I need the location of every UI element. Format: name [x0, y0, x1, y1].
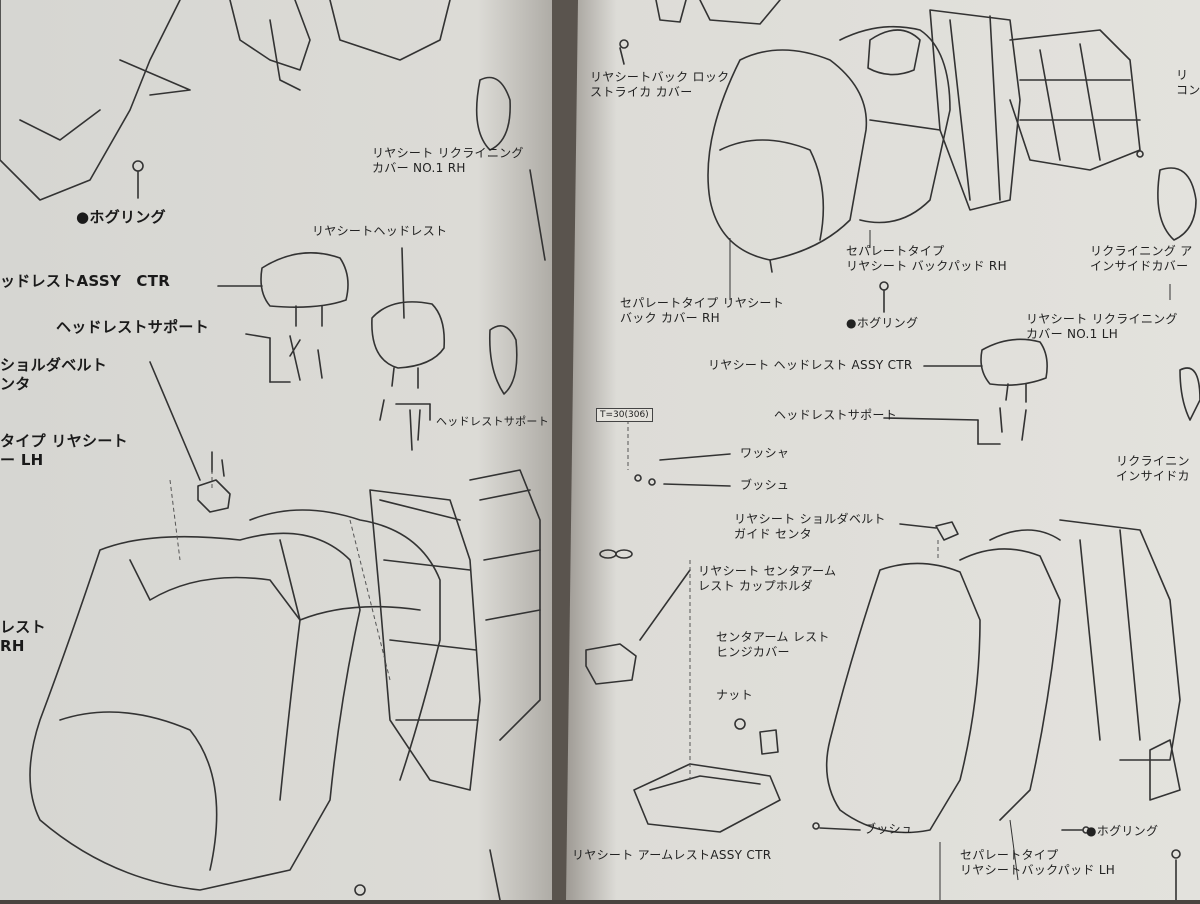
label-headrest-support-small-left: ヘッドレストサポート	[436, 415, 549, 428]
label-hinge-cover: センタアーム レスト ヒンジカバー	[716, 630, 830, 659]
label-headrest-rh-left: レスト RH	[0, 618, 46, 655]
label-headrest-assy-ctr-right: リヤシート ヘッドレスト ASSY CTR	[708, 358, 913, 372]
label-seat-lh-left: タイプ リヤシート ー LH	[0, 432, 128, 469]
label-cup-holder: リヤシート センタアーム レスト カップホルダ	[698, 564, 837, 593]
label-hog-ring-left: ●ホグリング	[76, 208, 166, 226]
label-reclining-cover-rh: リヤシート リクライニング カバー NO.1 RH	[372, 146, 524, 175]
label-lock-striker-cover: リヤシートバック ロック ストライカ カバー	[590, 70, 730, 99]
label-nut: ナット	[716, 688, 753, 702]
label-armrest-assy-ctr: リヤシート アームレストASSY CTR	[572, 848, 772, 862]
label-headrest-support-right: ヘッドレストサポート	[774, 408, 898, 422]
label-shoulder-belt-left: ショルダベルト ンタ	[0, 356, 108, 393]
label-reclining-inside-cover-1: リクライニング ア インサイドカバー	[1090, 244, 1193, 273]
label-bush-2: ブッシュ	[864, 822, 914, 836]
left-page	[0, 0, 562, 900]
label-washer: ワッシャ	[740, 446, 790, 460]
label-rear-headrest-left: リヤシートヘッドレスト	[312, 224, 448, 238]
label-hog-ring-right-1: ●ホグリング	[846, 316, 919, 330]
label-headrest-assy-ctr-left: ッドレストASSY CTR	[0, 272, 171, 290]
label-back-pad-rh: セパレートタイプ リヤシート バックパッド RH	[846, 244, 1007, 273]
label-top-right-cut: リ コン	[1176, 68, 1200, 97]
label-shoulder-belt-guide: リヤシート ショルダベルト ガイド センタ	[734, 512, 886, 541]
torque-spec-box: T=30(306)	[596, 408, 653, 422]
label-reclining-cover-lh: リヤシート リクライニング カバー NO.1 LH	[1026, 312, 1178, 341]
label-reclining-inside-cover-2: リクライニン インサイドカ	[1116, 454, 1190, 483]
label-hog-ring-right-2: ●ホグリング	[1086, 824, 1159, 838]
label-headrest-support-left: ヘッドレストサポート	[56, 318, 210, 336]
label-back-cover-rh: セパレートタイプ リヤシート バック カバー RH	[620, 296, 785, 325]
label-back-pad-lh: セパレートタイプ リヤシートバックパッド LH	[960, 848, 1116, 877]
label-bush-1: ブッシュ	[740, 478, 790, 492]
right-page	[566, 0, 1200, 900]
